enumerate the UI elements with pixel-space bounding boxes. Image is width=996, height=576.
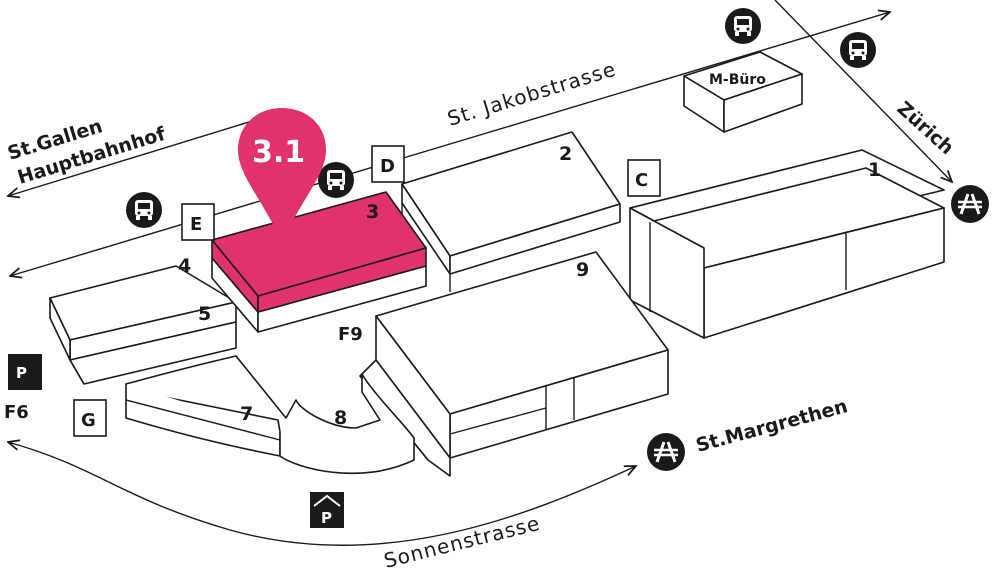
map-pin-icon[interactable]: 3.1 bbox=[238, 108, 326, 244]
covered-parking-icon[interactable]: P bbox=[310, 492, 344, 528]
hall-1-label: 1 bbox=[868, 159, 881, 181]
hall-3[interactable]: 3 bbox=[211, 191, 427, 333]
hall-9[interactable]: 9 bbox=[375, 251, 669, 459]
bus-icon bbox=[126, 192, 162, 228]
motorway-icon bbox=[951, 185, 989, 223]
motorway-icon bbox=[647, 433, 685, 471]
entrance-g-label: G bbox=[81, 410, 96, 431]
bus-icon bbox=[725, 8, 761, 44]
entrance-c-label: C bbox=[635, 170, 648, 191]
road-st-jakobstrasse bbox=[10, 12, 890, 276]
road-st-gallen-upper bbox=[8, 117, 263, 196]
bus-icon bbox=[318, 162, 354, 198]
hall-7-8[interactable]: 7 8 bbox=[125, 355, 415, 475]
entrance-d[interactable]: D bbox=[371, 145, 405, 183]
hall-4-label: 4 bbox=[178, 255, 191, 277]
hall-1[interactable]: 1 bbox=[629, 149, 945, 339]
hall-7-label: 7 bbox=[240, 403, 253, 425]
road-zurich-diagonal bbox=[774, 0, 952, 182]
entrance-g[interactable]: G bbox=[73, 399, 107, 437]
m-buero-building[interactable]: M-Büro bbox=[683, 51, 803, 133]
entrance-e[interactable]: E bbox=[181, 203, 215, 241]
parking-f6-label: F6 bbox=[4, 402, 29, 423]
hall-4-5[interactable]: 4 5 bbox=[49, 255, 237, 385]
hall-2-label: 2 bbox=[559, 143, 572, 165]
destination-zurich: Zürich bbox=[893, 97, 958, 159]
bus-icon bbox=[840, 32, 876, 68]
marker-label: 3.1 bbox=[252, 135, 305, 170]
road-sonnenstrasse bbox=[8, 442, 636, 546]
entrance-d-label: D bbox=[380, 156, 395, 177]
m-buero-label: M-Büro bbox=[709, 72, 766, 88]
entrance-e-label: E bbox=[190, 214, 202, 235]
entrance-c[interactable]: C bbox=[627, 159, 661, 197]
hall-5-label: 5 bbox=[198, 303, 211, 325]
hall-9-label: 9 bbox=[576, 259, 589, 281]
street-sonnenstrasse: Sonnenstrasse bbox=[381, 511, 542, 573]
covered-parking-label: P bbox=[321, 509, 332, 527]
hall-2[interactable]: 2 bbox=[401, 131, 621, 292]
hall-8-label: 8 bbox=[334, 407, 347, 429]
parking-icon[interactable]: P bbox=[8, 354, 42, 390]
hall-3-label: 3 bbox=[366, 201, 379, 223]
parking-label: P bbox=[16, 364, 27, 382]
destination-st-margrethen: St.Margrethen bbox=[694, 395, 850, 457]
entrance-f9-label[interactable]: F9 bbox=[338, 324, 363, 345]
